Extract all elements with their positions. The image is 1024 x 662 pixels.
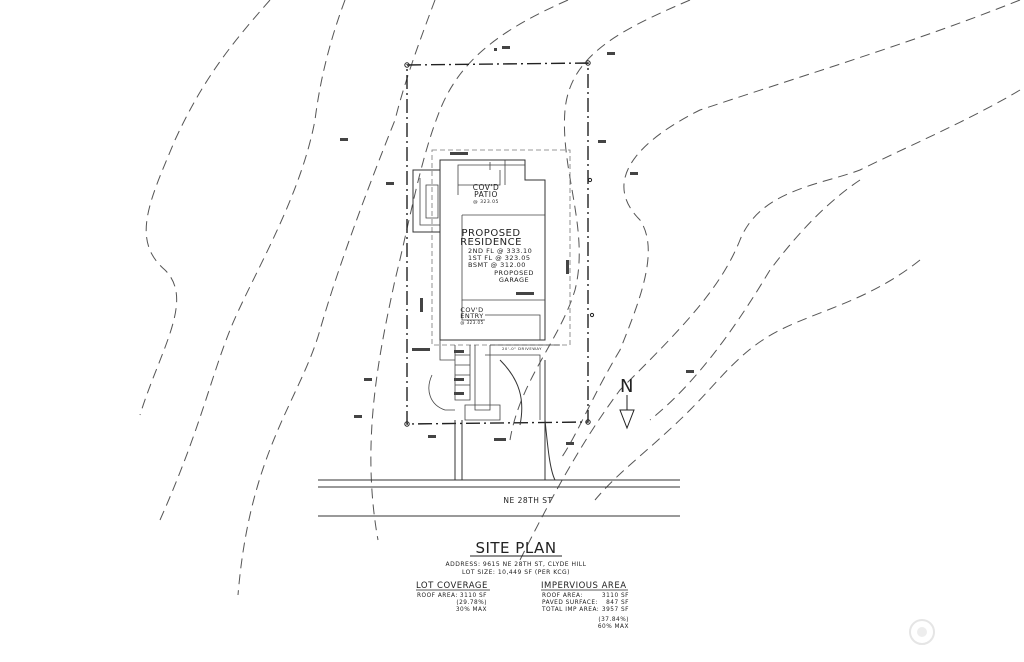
north-arrow — [619, 395, 635, 430]
residence-floor-2nd: 2ND FL @ 333.10 — [468, 247, 532, 255]
contour-line — [139, 0, 271, 416]
impervious-roof-value: 3110 SF — [602, 593, 629, 599]
contour-line — [649, 179, 861, 421]
lot-coverage-heading: LOT COVERAGE — [416, 581, 488, 591]
patio-label-line2: PATIO — [474, 190, 498, 199]
residence-footprint — [412, 159, 546, 421]
impervious-total-label: TOTAL IMP AREA: — [541, 607, 599, 613]
lot-boundary — [406, 62, 589, 425]
entry-elevation: @ 323.05 — [460, 320, 483, 325]
residence-floor-bsmt: BSMT @ 312.00 — [468, 261, 526, 269]
contour-line — [159, 0, 346, 521]
lot-size-line: LOT SIZE: 10,449 SF (PER KCG) — [462, 569, 570, 576]
patio-label-line1: COV'D — [473, 183, 499, 192]
address-line: ADDRESS: 9615 NE 28TH ST, CLYDE HILL — [446, 561, 587, 568]
entry-label-line2: ENTRY — [460, 312, 484, 320]
garage-label-line2: GARAGE — [499, 276, 529, 284]
driveway-label: 20'-0" DRIVEWAY — [502, 346, 542, 351]
lot-coverage-max: 30% MAX — [456, 607, 487, 613]
north-label: N — [620, 376, 634, 397]
impervious-roof-label: ROOF AREA: — [542, 593, 583, 599]
garage-label-line1: PROPOSED — [494, 269, 534, 277]
residence-floor-1st: 1ST FL @ 323.05 — [468, 254, 531, 262]
entry-label-line1: COV'D — [460, 306, 483, 314]
street — [318, 479, 680, 517]
impervious-heading: IMPERVIOUS AREA — [541, 581, 627, 591]
contour-line — [559, 0, 1021, 461]
impervious-paved-label: PAVED SURFACE: — [542, 600, 598, 606]
street-name: NE 28TH ST — [503, 496, 552, 505]
site-plan-title: SITE PLAN — [475, 539, 556, 557]
contour-line — [509, 0, 691, 441]
impervious-total-value: 3957 SF — [602, 607, 629, 613]
contour-line — [370, 0, 569, 541]
residence-title-line2: RESIDENCE — [460, 237, 522, 248]
lot-coverage-roof-label: ROOF AREA: — [417, 593, 458, 599]
lot-coverage-percent: (29.78%) — [456, 600, 487, 606]
contour-line — [594, 259, 921, 501]
driveway — [454, 344, 560, 481]
impervious-percent: (37.84%) — [598, 617, 629, 623]
patio-elevation: @ 323.05 — [473, 199, 499, 205]
contour-line — [237, 0, 436, 596]
watermark-logo — [909, 619, 935, 645]
lot-coverage-roof-value: 3110 SF — [460, 593, 487, 599]
impervious-max: 60% MAX — [598, 624, 629, 630]
elevation-callouts — [340, 46, 694, 445]
setback-line — [431, 149, 571, 346]
lot-corner-markers — [404, 60, 595, 427]
residence-title-line1: PROPOSED — [461, 228, 520, 239]
contour-lines — [139, 0, 1021, 596]
impervious-paved-value: 847 SF — [606, 600, 629, 606]
contour-line — [519, 89, 1021, 561]
